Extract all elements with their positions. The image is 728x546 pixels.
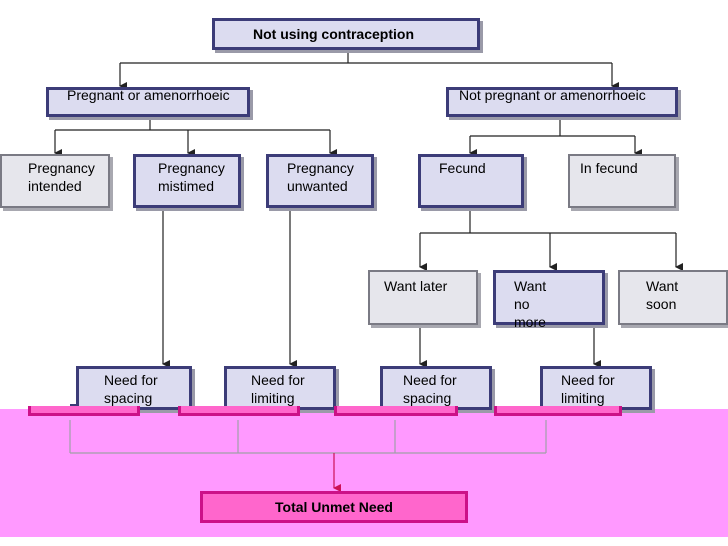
root-label: Not using contraception [253, 26, 414, 42]
node-fecund-label: Fecund [439, 160, 486, 176]
node-pregnant: Pregnant or amenorrhoeic [46, 87, 250, 117]
node-pregnancy-unwanted-label: Pregnancy unwanted [287, 160, 354, 194]
node-not-pregnant: Not pregnant or amenorrhoeic [446, 87, 678, 117]
node-pregnancy-mistimed-label: Pregnancy mistimed [158, 160, 225, 194]
node-infecund-label: In fecund [580, 160, 638, 176]
node-pregnancy-intended: Pregnancy intended [0, 154, 110, 208]
node-need-limiting-2: Need for limiting [540, 366, 652, 410]
node-need-spacing-1: Need for spacing [76, 366, 192, 410]
node-need-limiting-1: Need for limiting [224, 366, 336, 410]
node-pregnancy-unwanted: Pregnancy unwanted [266, 154, 374, 208]
node-pregnancy-mistimed: Pregnancy mistimed [133, 154, 241, 208]
root-node: Not using contraception [212, 18, 480, 50]
node-need-limiting-1-label: Need for limiting [251, 372, 305, 406]
need-box-base-2 [178, 406, 300, 416]
node-want-no-more-label: Want no more [514, 278, 547, 330]
node-need-spacing-2-label: Need for spacing [403, 372, 457, 406]
node-want-later-label: Want later [384, 278, 448, 294]
node-pregnancy-intended-label: Pregnancy intended [28, 160, 95, 194]
node-need-limiting-2-label: Need for limiting [561, 372, 615, 406]
node-fecund: Fecund [418, 154, 524, 208]
node-pregnant-label: Pregnant or amenorrhoeic [67, 87, 230, 103]
node-need-spacing-1-label: Need for spacing [104, 372, 158, 406]
node-want-later: Want later [368, 270, 478, 325]
node-want-soon: Want soon [618, 270, 728, 325]
node-want-soon-label: Want soon [646, 278, 679, 312]
node-total-unmet-need: Total Unmet Need [200, 491, 468, 523]
node-total-unmet-need-label: Total Unmet Need [275, 499, 393, 515]
need-box-base-3 [334, 406, 458, 416]
need-box-base-4 [494, 406, 622, 416]
node-want-no-more: Want no more [493, 270, 605, 330]
need-box-base-1 [28, 406, 140, 416]
node-need-spacing-2: Need for spacing [380, 366, 492, 410]
node-not-pregnant-label: Not pregnant or amenorrhoeic [459, 87, 646, 103]
node-infecund: In fecund [568, 154, 676, 208]
